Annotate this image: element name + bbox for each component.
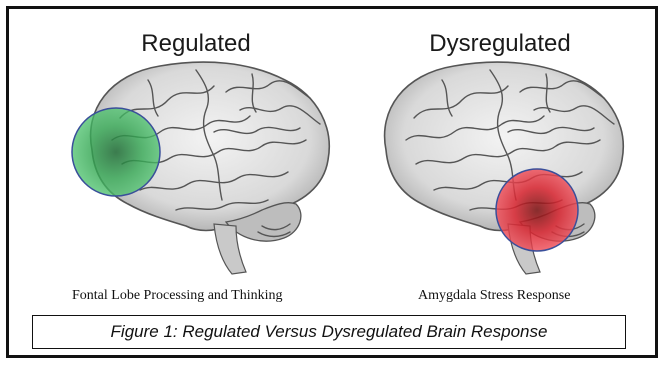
figure-caption: Figure 1: Regulated Versus Dysregulated … [32,315,626,349]
amygdala-highlight [496,169,578,251]
caption-frontal-lobe: Fontal Lobe Processing and Thinking [72,288,283,304]
frontal-lobe-highlight [72,108,160,196]
panel-title-dysregulated: Dysregulated [380,30,620,58]
right-brain [385,62,624,274]
caption-amygdala: Amygdala Stress Response [418,288,570,304]
panel-title-regulated: Regulated [76,30,316,58]
